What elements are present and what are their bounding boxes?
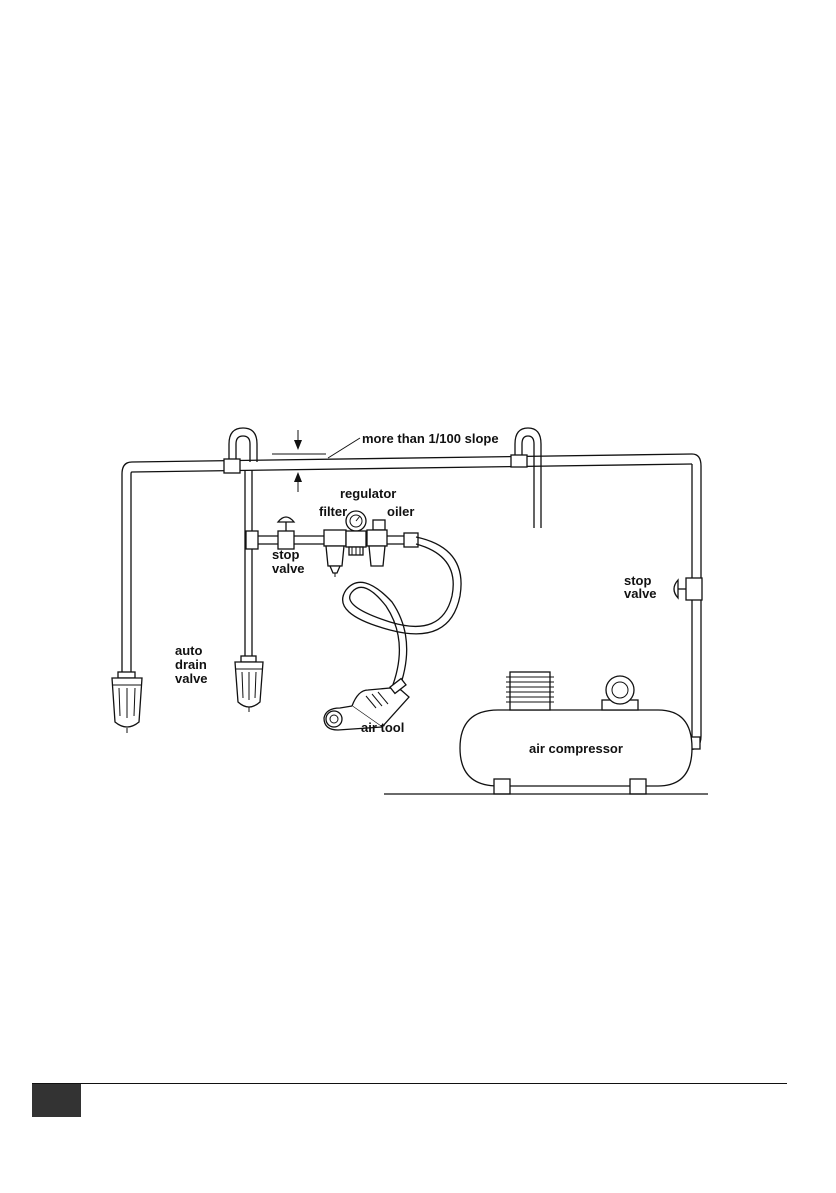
auto-drain-label-2: drain — [175, 657, 207, 672]
stop-valve-frl[interactable] — [278, 517, 294, 549]
filter-unit — [324, 530, 346, 577]
stop-valve-right-label-2: valve — [624, 586, 657, 601]
oiler-unit — [367, 520, 387, 566]
compressor-riser-pipe — [686, 466, 701, 750]
footer-rule — [32, 1083, 787, 1084]
right-u-loop — [511, 428, 541, 528]
page-number-box — [32, 1084, 81, 1117]
slope-indicator — [272, 430, 360, 492]
main-air-line — [122, 454, 701, 474]
slope-label: more than 1/100 slope — [362, 431, 499, 446]
left-u-loop — [224, 428, 257, 473]
filter-label: filter — [319, 504, 347, 519]
auto-drain-valve-middle — [235, 662, 263, 712]
stop-valve-compressor[interactable] — [674, 578, 702, 600]
auto-drain-label-3: valve — [175, 671, 208, 686]
left-drop-pipe — [118, 474, 135, 678]
stop-valve-left-label-2: valve — [272, 561, 305, 576]
regulator-unit — [346, 511, 366, 555]
oiler-label: oiler — [387, 504, 414, 519]
air-hose — [343, 537, 461, 692]
stop-valve-left-label-1: stop — [272, 547, 300, 562]
branch-drop-pipe — [241, 470, 258, 662]
air-compressor-label: air compressor — [529, 741, 623, 756]
air-compressor — [460, 672, 692, 794]
auto-drain-label-1: auto — [175, 643, 203, 658]
auto-drain-valve-left — [112, 678, 142, 733]
air-tool-label: air tool — [361, 720, 404, 735]
regulator-label: regulator — [340, 486, 396, 501]
